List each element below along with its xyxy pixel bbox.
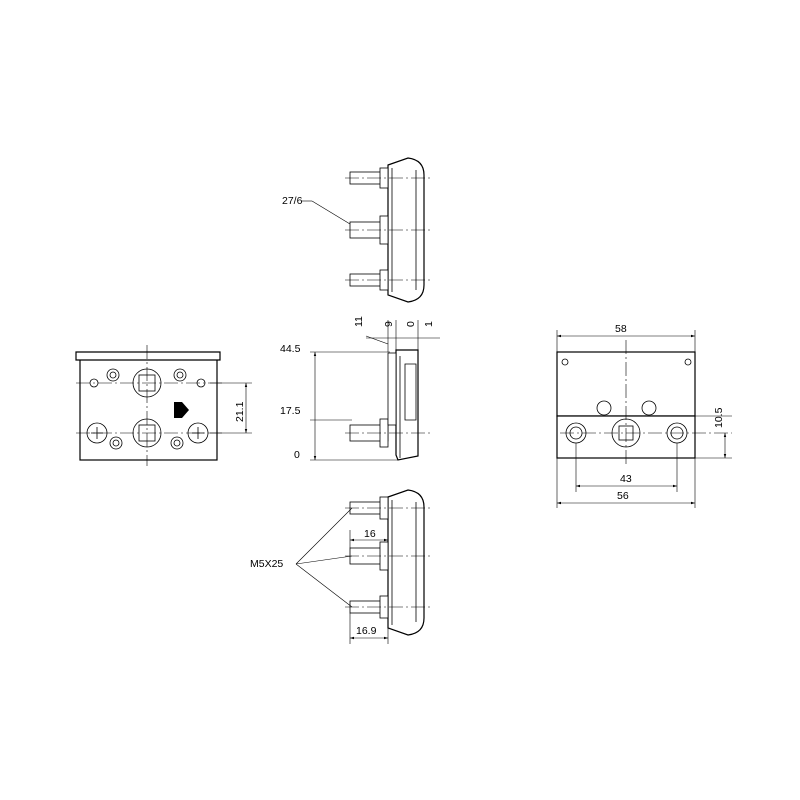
dim-58: 58 (615, 323, 627, 335)
offset-9: 9 (383, 321, 395, 327)
stud-bottom-left (109, 436, 123, 450)
direction-arrow-icon (174, 402, 189, 418)
screw-leader-3 (295, 563, 353, 608)
screw-leader-2 (295, 555, 353, 565)
top-view: 27/6 (282, 157, 432, 303)
rear-stud-right (684, 358, 692, 366)
dim-43: 43 (620, 473, 632, 485)
bottom-body (387, 489, 425, 636)
stud-top-right (173, 368, 187, 382)
screw-length-16: 16 (364, 528, 376, 540)
rear-view: 58 10.5 43 56 (556, 323, 732, 508)
rear-stud-left (561, 358, 569, 366)
offset-1: 1 (423, 321, 435, 327)
spindle-callout: 27/6 (282, 195, 303, 207)
stud-bottom-right (170, 436, 184, 450)
rear-pin-right (641, 400, 657, 416)
screw-callout: M5X25 (250, 558, 283, 570)
offset-11: 11 (353, 316, 365, 327)
screw-length-16-9: 16.9 (356, 625, 377, 637)
level-17-5: 17.5 (280, 405, 301, 417)
bottom-view: 16 16.9 M5X25 (250, 489, 432, 644)
stud-top-left (106, 368, 120, 382)
dim-56: 56 (617, 490, 629, 502)
spindle-leader (311, 200, 351, 225)
side-view: 44.5 17.5 0 11 9 0 1 (280, 316, 440, 461)
dim-10-5: 10.5 (713, 407, 725, 428)
rear-pin-left (596, 400, 612, 416)
offset-0: 0 (405, 321, 417, 327)
side-plate-strip (387, 352, 397, 426)
side-body (395, 349, 419, 461)
front-view: 21.1 (75, 345, 252, 466)
level-44-5: 44.5 (280, 343, 301, 355)
screw-leader-1 (295, 507, 353, 565)
dim-21-1: 21.1 (234, 401, 246, 422)
level-0: 0 (294, 449, 300, 461)
front-top-flange (75, 351, 221, 361)
